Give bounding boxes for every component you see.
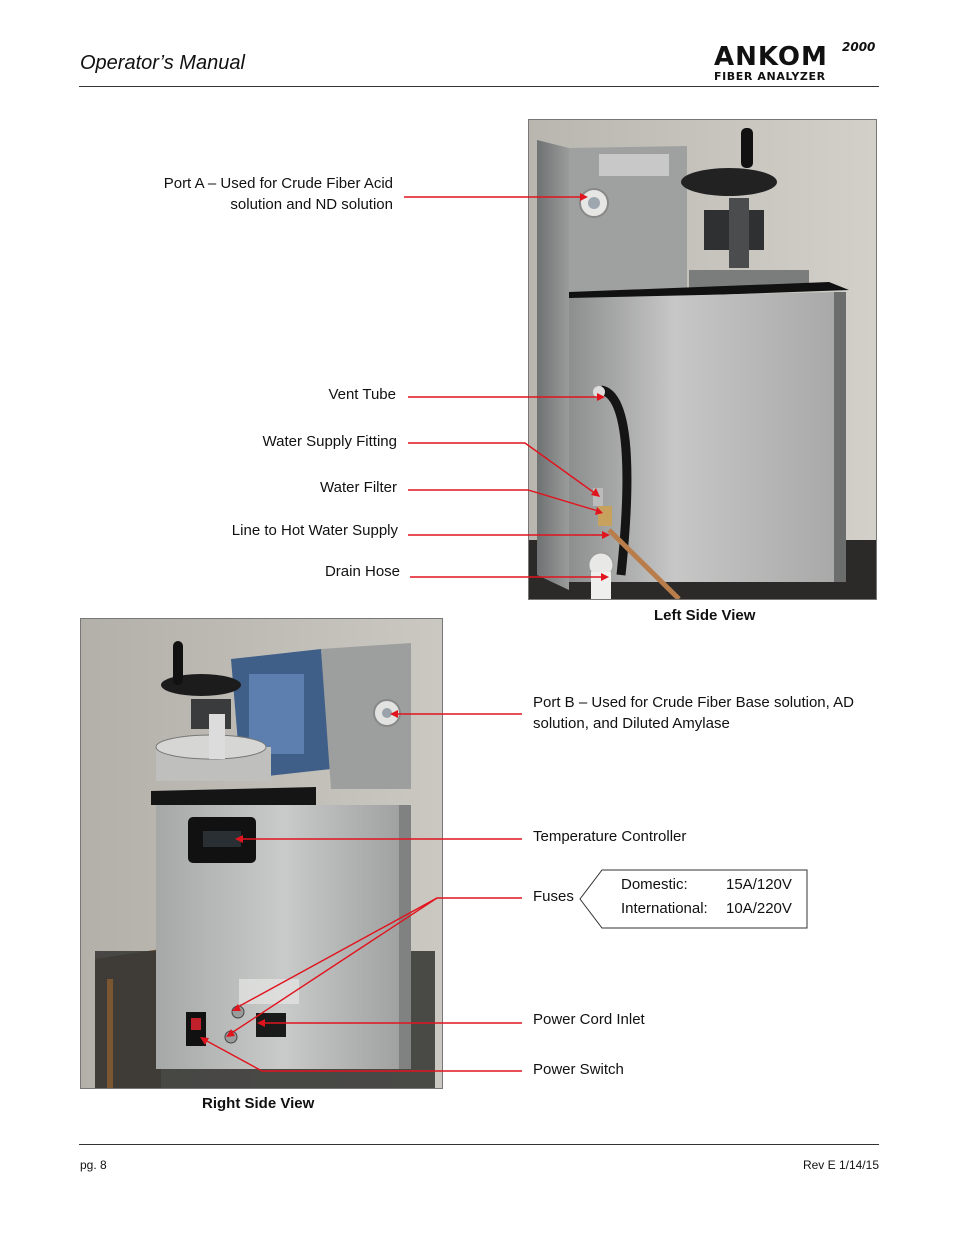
callout-port-a: Port A – Used for Crude Fiber Acid solut… [163, 175, 393, 213]
leader-water-filter [408, 489, 599, 512]
right-side-illustration [81, 619, 442, 1088]
callout-water-supply-fitting: Water Supply Fitting [262, 433, 398, 450]
callout-drain-hose: Drain Hose [324, 563, 400, 580]
leader-fuse-upper [235, 897, 522, 1009]
logo-main-text: ANKOM [714, 42, 828, 72]
logo-subtitle: FIBER ANALYZER [714, 70, 826, 83]
callout-water-filter: Water Filter [320, 479, 397, 496]
callout-fuses: Fuses [533, 888, 574, 905]
fuses-row-domestic-region: Domestic: [621, 876, 688, 893]
header-rule [79, 86, 879, 87]
left-view-caption: Left Side View [654, 607, 756, 624]
page-title: Operator’s Manual [80, 52, 245, 74]
callout-power-cord-inlet: Power Cord Inlet [533, 1011, 645, 1028]
callout-line-hot-water: Line to Hot Water Supply [231, 522, 398, 539]
fuses-row-international-region: International: [621, 900, 708, 917]
ankom-logo: ANKOM 2000 FIBER ANALYZER [712, 40, 882, 84]
leader-power-switch [204, 1039, 522, 1072]
fuses-row-domestic-rating: 15A/120V [726, 876, 792, 893]
fuses-row-international-rating: 10A/220V [726, 900, 792, 917]
left-side-illustration [529, 120, 876, 599]
right-view-caption: Right Side View [202, 1095, 315, 1112]
callout-temperature-controller: Temperature Controller [533, 828, 687, 845]
footer-rule [79, 1144, 879, 1145]
callout-power-switch: Power Switch [533, 1061, 624, 1078]
leader-water-supply-fitting [408, 442, 597, 495]
fuses-table-frame [579, 869, 808, 929]
page-number: pg. 8 [80, 1158, 107, 1172]
leader-fuse-lower [229, 897, 438, 1035]
left-side-photo [528, 119, 877, 600]
revision-label: Rev E 1/14/15 [802, 1158, 879, 1172]
callout-port-b: Port B – Used for Crude Fiber Base solut… [533, 694, 854, 732]
right-side-photo [80, 618, 443, 1089]
callout-vent-tube: Vent Tube [328, 386, 396, 403]
logo-superscript: 2000 [842, 40, 876, 54]
